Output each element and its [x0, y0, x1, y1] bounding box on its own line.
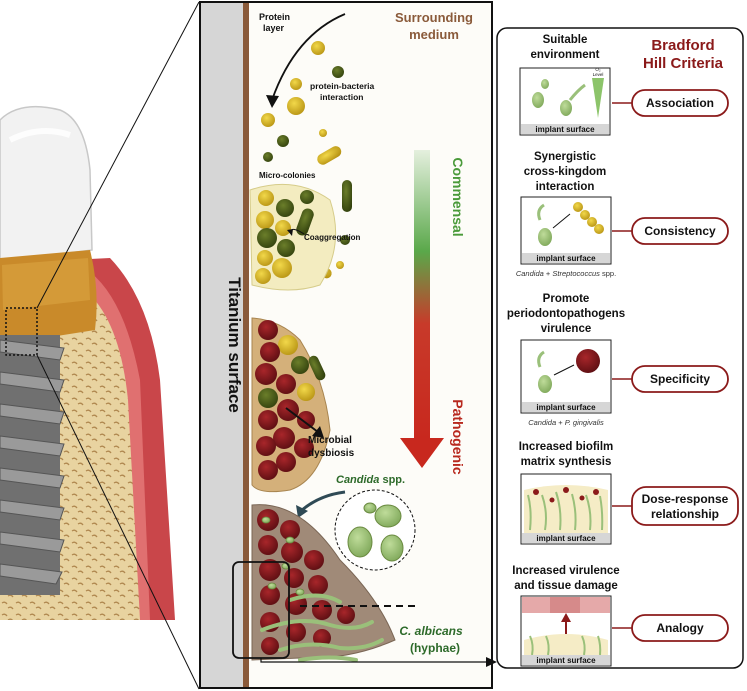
c-albicans-label: C. albicans: [399, 624, 463, 638]
zoom-line-bottom: [36, 354, 200, 690]
crit5-title-line1: Increased virulence: [512, 565, 619, 577]
crit2-label: Consistency: [644, 224, 716, 238]
candida-yeast-cells: [347, 502, 404, 562]
crit2-caption-italic: Candida: [516, 269, 544, 278]
crit1-title-line2: environment: [530, 49, 599, 61]
crit4-label-line2: relationship: [651, 507, 719, 521]
o2-level-label: Level: [593, 72, 604, 77]
dysbiosis-line1: Microbial: [308, 435, 352, 446]
crit3-caption-italic2: P. gingivalis: [565, 418, 604, 427]
crit3-title-line3: virulence: [541, 323, 592, 335]
mature-biofilm: [251, 504, 396, 662]
dysbiosis-arrow-icon: [285, 407, 319, 433]
focus-box: [5, 307, 38, 356]
crit2-title-line3: interaction: [536, 181, 595, 193]
pathogenic-label: Pathogenic: [450, 399, 466, 475]
criterion-dose-response: Increased biofilm matrix synthesis impla…: [519, 441, 739, 545]
crit4-title-line2: matrix synthesis: [521, 456, 612, 468]
crit3-caption-rest: +: [556, 418, 565, 427]
protein-bacteria-line2: interaction: [320, 92, 363, 102]
biofilm-panel: Titanium surface Surrounding medium Prot…: [199, 1, 497, 689]
candida-spp-italic: Candida: [336, 474, 379, 486]
crit2-caption-rest2: spp.: [600, 269, 616, 278]
protein-layer-line2: layer: [263, 23, 285, 33]
zoom-line-top: [36, 1, 200, 309]
crit2-title-line2: cross-kingdom: [524, 166, 606, 178]
planktonic-cells: [261, 41, 352, 279]
crit3-title-line1: Promote: [543, 293, 590, 305]
protein-layer-strip: [243, 3, 249, 687]
titanium-label: Titanium surface: [225, 277, 244, 413]
crit5-title-line2: and tissue damage: [514, 580, 618, 592]
dysbiotic-cluster: [251, 317, 331, 493]
candida-zoom-circle: [334, 489, 416, 571]
micro-colonies-label: Micro-colonies: [259, 171, 316, 180]
crit3-caption: Candida + P. gingivalis: [528, 418, 604, 427]
crit3-surface: implant surface: [536, 403, 596, 412]
criterion-association: Suitable environment implant surface O₂ …: [519, 34, 729, 136]
crit4-title-line1: Increased biofilm: [519, 441, 614, 453]
titanium-surface: [201, 3, 243, 687]
surrounding-medium-line1: Surrounding: [395, 10, 473, 25]
implant-screw: [0, 335, 65, 595]
candida-spp-label: Candida spp.: [336, 474, 405, 486]
crit1-label: Association: [646, 96, 714, 110]
crit3-title-line2: periodontopathogens: [507, 308, 625, 320]
crit1-title-line1: Suitable: [543, 34, 588, 46]
crit4-label-line1: Dose-response: [642, 492, 729, 506]
bh-title-line2: Hill Criteria: [643, 55, 724, 72]
o2-label: O₂: [595, 67, 601, 72]
candida-arrow-icon: [301, 490, 346, 512]
criterion-consistency: Synergistic cross-kingdom interaction im…: [516, 151, 729, 278]
crit1-surface: implant surface: [535, 125, 595, 134]
crit2-caption-rest: +: [544, 269, 553, 278]
crit3-label: Specificity: [650, 372, 710, 386]
curved-arrow-icon: [271, 13, 346, 101]
protein-layer-line1: Protein: [259, 12, 290, 22]
crit5-label: Analogy: [656, 621, 704, 635]
crit2-surface: implant surface: [536, 254, 596, 263]
connector-arrow: [260, 658, 489, 663]
gradient-arrow-head: [400, 438, 444, 468]
gradient-arrow-shaft: [414, 150, 430, 440]
dysbiosis-line2: dysbiosis: [308, 448, 355, 459]
crit2-title-line1: Synergistic: [534, 151, 597, 163]
bradford-hill-panel: Bradford Hill Criteria Suitable environm…: [496, 27, 744, 669]
micro-colony-cluster: [249, 183, 337, 291]
crit5-surface: implant surface: [536, 656, 596, 665]
protein-bacteria-line1: protein-bacteria: [310, 81, 375, 91]
crit2-caption-italic2: Streptococcus: [552, 269, 600, 278]
crit3-caption-italic: Candida: [528, 418, 556, 427]
crit2-caption: Candida + Streptococcus spp.: [516, 269, 616, 278]
coaggregation-label: Coaggregation: [304, 233, 361, 242]
candida-spp-rest: spp.: [379, 474, 405, 486]
crown: [0, 105, 93, 263]
criterion-specificity: Promote periodontopathogens virulence im…: [507, 293, 729, 427]
crit4-surface: implant surface: [536, 534, 596, 543]
bh-title-line1: Bradford: [651, 37, 714, 54]
surrounding-medium-line2: medium: [409, 27, 459, 42]
hyphae-label: (hyphae): [410, 641, 460, 655]
criterion-analogy: Increased virulence and tissue damage im…: [512, 565, 729, 667]
implant-illustration: [0, 1, 200, 690]
commensal-label: Commensal: [450, 157, 466, 236]
